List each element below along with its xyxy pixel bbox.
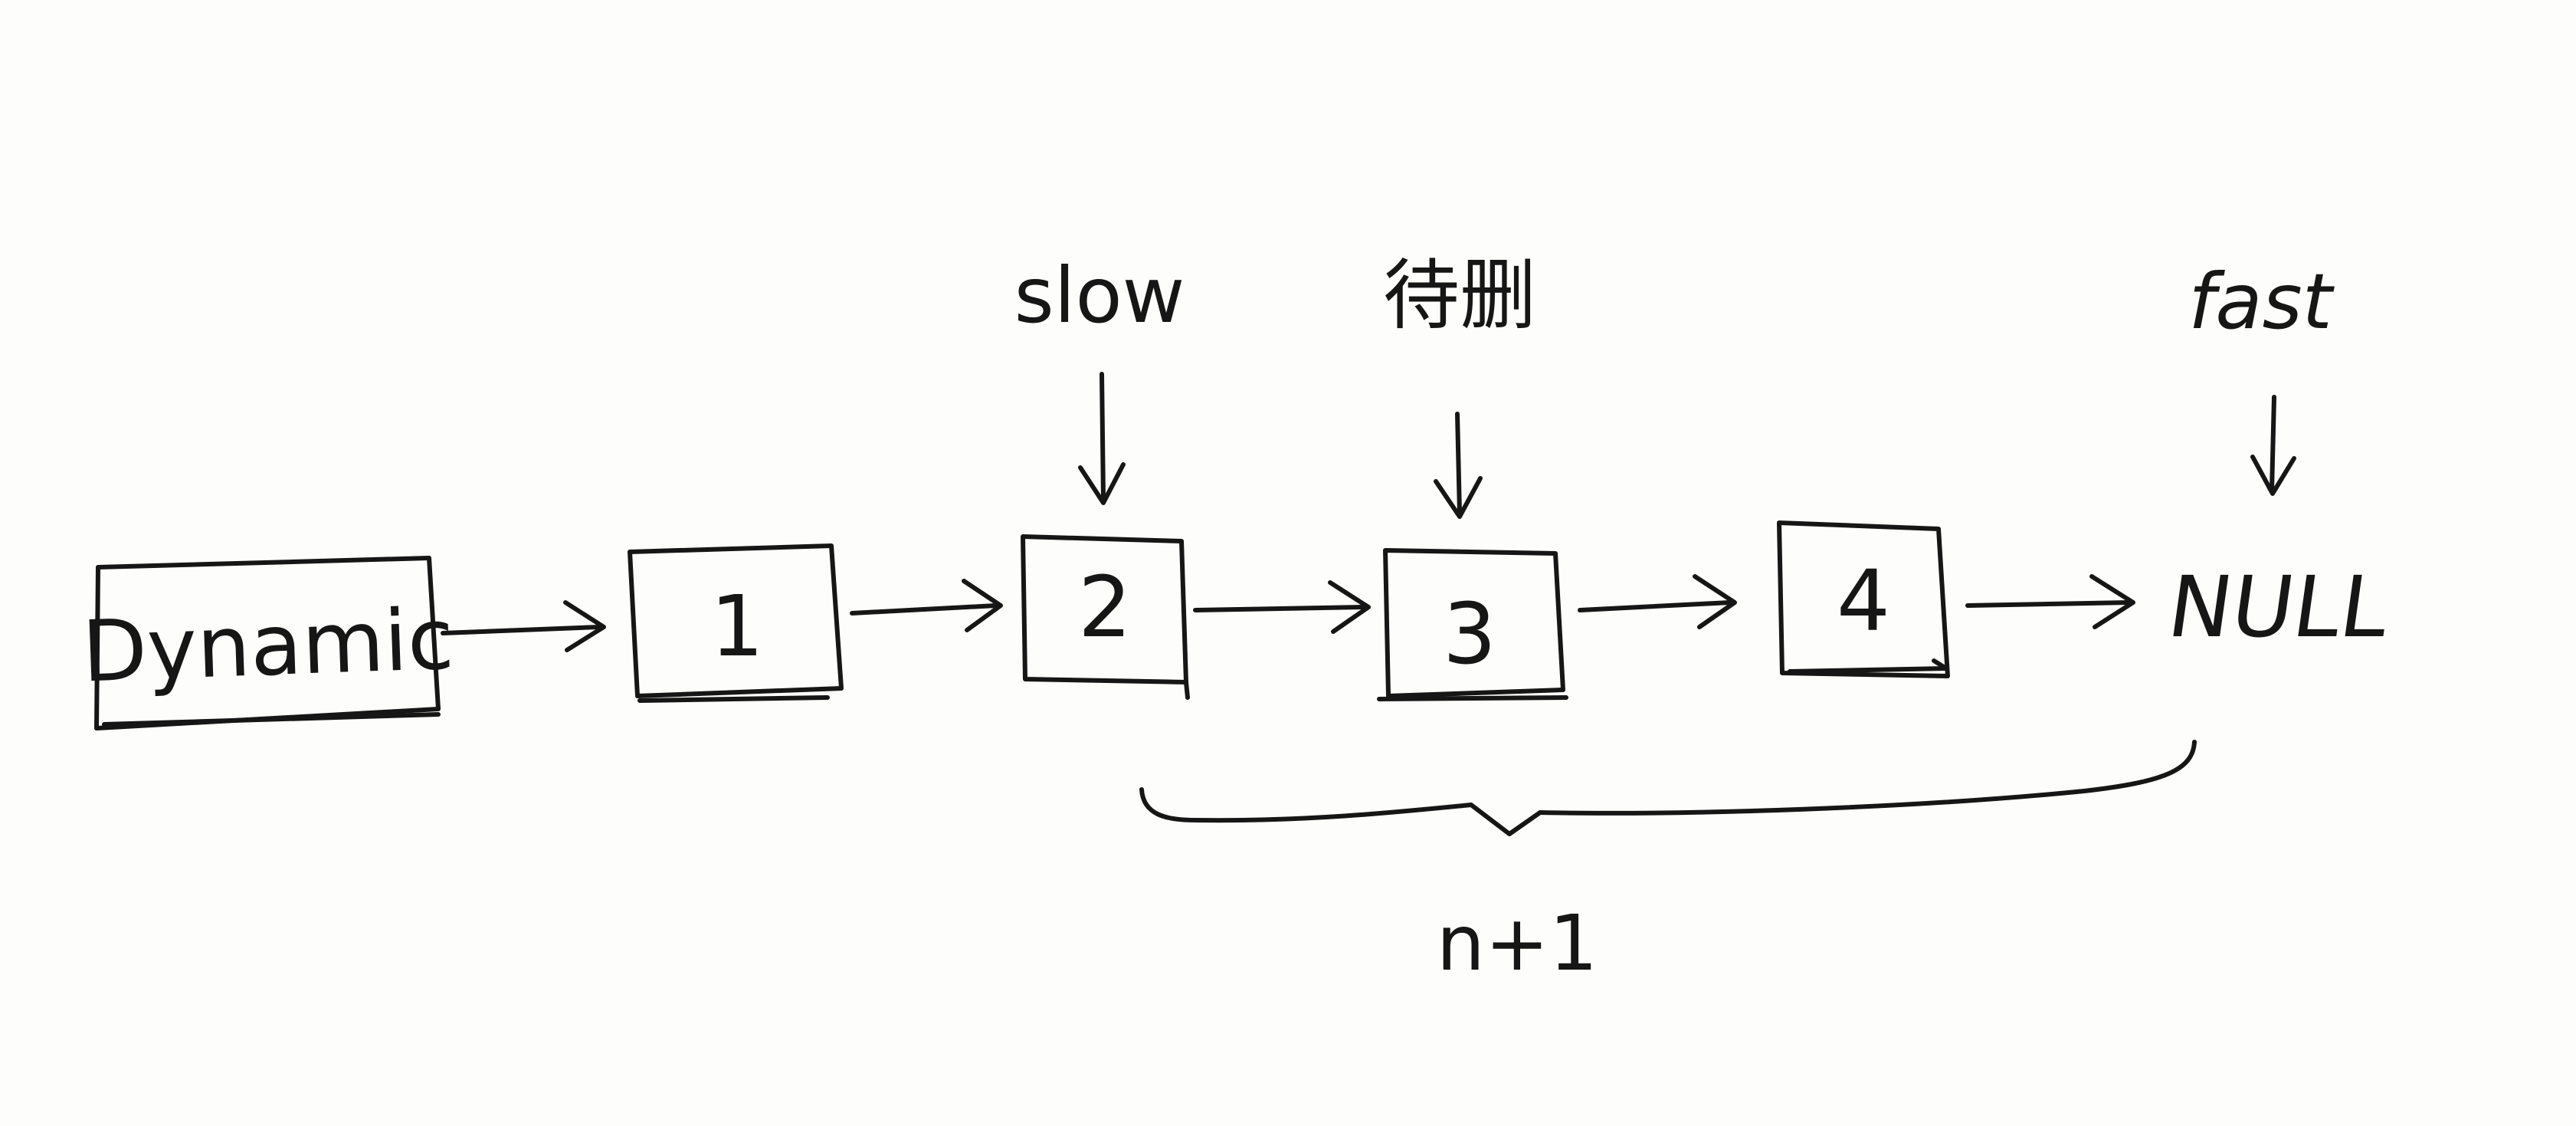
to-delete-pointer-label: 待删 — [1383, 251, 1536, 340]
node-4: 4 — [1777, 520, 1950, 678]
node-3: 3 — [1377, 548, 1568, 701]
node-2-label: 2 — [1078, 558, 1132, 656]
node-3-label: 3 — [1443, 585, 1496, 683]
node-1: 1 — [628, 543, 844, 703]
slow-pointer-arrow — [1100, 372, 1106, 502]
arrow-2-to-3 — [1193, 580, 1371, 634]
gap-brace-curve — [1139, 740, 2197, 836]
null-terminal-label: NULL — [2162, 558, 2394, 656]
node-dynamic-label: Dynamic — [80, 590, 455, 701]
to-delete-pointer: 待删 — [1383, 251, 1536, 519]
fast-pointer-label: fast — [2188, 257, 2335, 346]
arrow-3-to-4 — [1578, 574, 1737, 629]
arrow-4-to-null — [1965, 574, 2135, 629]
node-1-label: 1 — [710, 577, 764, 675]
fast-pointer-arrow — [2270, 395, 2276, 493]
node-4-label: 4 — [1837, 552, 1890, 650]
slow-pointer: slow — [1014, 251, 1185, 505]
arrow-1-to-2 — [850, 579, 1003, 632]
arrow-dynamic-to-1 — [441, 600, 606, 652]
gap-brace: n+1 — [1139, 740, 2197, 988]
slow-pointer-label: slow — [1014, 251, 1185, 340]
fast-pointer: fast — [2188, 257, 2335, 496]
node-2: 2 — [1021, 534, 1190, 700]
gap-brace-label: n+1 — [1437, 898, 1598, 988]
node-dynamic: Dynamic — [80, 556, 455, 730]
to-delete-pointer-arrow — [1455, 412, 1462, 516]
